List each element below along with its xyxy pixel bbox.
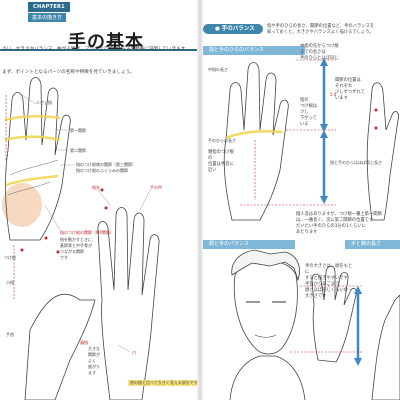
joint-note-3: 少しずつずれて <box>335 90 365 95</box>
thumb-base-note-2: 位置は手首に <box>208 162 234 167</box>
side-note-1: 個人差はありますが、つけ根一番上第一関節 <box>296 212 382 217</box>
thumb-desc-4: 曲がり <box>88 364 100 369</box>
label-third-joint-2: 指のつけ根のふくらみの関節 <box>76 168 128 173</box>
gap-note-4: 下がって <box>300 116 317 121</box>
label-nail: 爪 <box>132 350 136 355</box>
balance-intro-line-1: 指や手のひらの長さ、関節の位置など、手のバランスを <box>267 24 375 29</box>
chapter-subtitle: 基本の描き方 <box>28 13 67 22</box>
joint-note-2: それぞれ <box>335 84 353 89</box>
label-first-joint: 第一関節 <box>70 128 86 133</box>
face-note-2: すると描きやすいです <box>305 276 348 281</box>
side-note-2: は、一番長く、次に第二関節の位置です <box>296 218 374 223</box>
gap-note-2: つけ根は <box>300 104 318 109</box>
top-note-3: 手のひらとほぼ同じ <box>300 56 339 61</box>
palm-illustration <box>2 77 160 400</box>
thumb-base-note-1: 親指のつけ根の <box>208 150 234 161</box>
band-hand-arm: 手と腕の長さ <box>345 240 400 249</box>
label-hand-back: 手の甲 <box>150 185 162 190</box>
thumb-desc-5: ます <box>88 370 96 375</box>
label-third-joint: 指のつけ根側の関節（第三関節） <box>76 162 136 167</box>
thumb-base-note-3: 近い <box>208 168 217 173</box>
label-middle-length: 中指の長さ <box>208 67 228 72</box>
label-wrist: 手首 <box>6 332 14 337</box>
band-face-hand: 顔と手のバランス <box>203 240 295 249</box>
thumb-desc-1: 大きな <box>88 346 100 351</box>
face-note: 手の大きさは、顔をもとに すると描きやすいです 手首からあごまで 顔とほぼ同じく… <box>305 264 355 300</box>
side-note: 個人差はありますが、つけ根一番上第一関節 は、一番長く、次に第二関節の位置です … <box>296 212 400 236</box>
circle-bullet-icon: ● <box>215 26 222 32</box>
top-note-1: 中指の先からつけ根 <box>300 44 339 49</box>
book-gutter <box>197 0 203 400</box>
gap-note-1: 指の <box>300 98 309 103</box>
side-note-4: あたります <box>296 230 318 235</box>
label-second-joint: 第二関節 <box>70 148 86 153</box>
title-rule <box>0 49 197 51</box>
mp-joint-desc-2: 基節骨と中手骨が <box>60 243 92 248</box>
thumb-base-note: 親指のつけ根の 位置は手首に 近い <box>208 150 238 174</box>
balance-intro-line-2: 知っておくと、大きさやバランスよく描けるでしょう。 <box>267 30 374 35</box>
label-index-finger: 人さし指 <box>36 100 52 105</box>
label-palm-length: 手のひらの長さ <box>208 138 236 143</box>
gap-note-3: 少し <box>300 110 309 115</box>
side-note-3: だいたい手のひらの3分の1くらいに <box>296 224 366 229</box>
page-title: 手の基本 <box>68 32 144 53</box>
mp-joint-desc-4: です <box>60 255 68 260</box>
balance-intro: 指や手のひらの長さ、関節の位置など、手のバランスを 知っておくと、大きさやバラン… <box>267 24 400 36</box>
label-base: つけ根 <box>4 255 16 260</box>
top-note-2: までの長さは <box>300 50 326 55</box>
joint-note-1: 関節の位置は <box>335 78 361 83</box>
balance-section-title: 手のバランス <box>221 26 255 32</box>
face-note-4: 顔とほぼ同じくらいの <box>305 288 348 293</box>
face-note-1: 手の大きさは、顔をもとに <box>305 264 353 275</box>
label-thumb: 親指 <box>80 340 88 345</box>
gap-note: 指の つけ根は 少し 下がって いる <box>300 98 328 128</box>
label-equal: 指と手のひらはほぼ同じ長さ <box>330 160 382 165</box>
face-note-5: 大きさです <box>305 294 327 299</box>
thumb-desc-2: 関節が <box>88 352 100 357</box>
thumb-desc-3: よく <box>88 358 96 363</box>
intro-line-1: さい。大きさやバランス、曲がる箇所、ブロックで考える方法を順番に説明していきます… <box>2 47 190 52</box>
label-mp-joint: 指のつけ根の関節（MP関節） <box>60 230 114 235</box>
intro-line-2: まず、ポイントとなるパーツの名称や特徴を見ていきましょう。 <box>2 70 135 75</box>
joint-note-4: います <box>335 96 348 101</box>
chapter-badge: CHAPTER1 <box>28 2 70 12</box>
label-fingertip: 指先 <box>92 185 100 190</box>
gap-note-5: いる <box>300 122 309 127</box>
joint-note: 関節の位置は それぞれ 少しずつずれて います <box>335 78 375 102</box>
mp-joint-desc-3: つながる関節 <box>60 249 84 254</box>
top-note: 中指の先からつけ根 までの長さは 手のひらとほぼ同じ <box>300 44 356 62</box>
balance-section-pill: ● 手のバランス <box>203 24 263 34</box>
face-note-3: 手首からあごまで <box>305 282 340 287</box>
mp-joint-desc-1: 指を動かすときに、 <box>60 237 96 242</box>
band-finger-palm: 指と手のひらのバランス <box>203 46 305 55</box>
left-footnote: 他の指と比べて大きく見える部分です <box>128 380 200 386</box>
label-ratio: 5:4 <box>330 92 337 97</box>
label-little-finger: 小指 <box>6 280 14 285</box>
